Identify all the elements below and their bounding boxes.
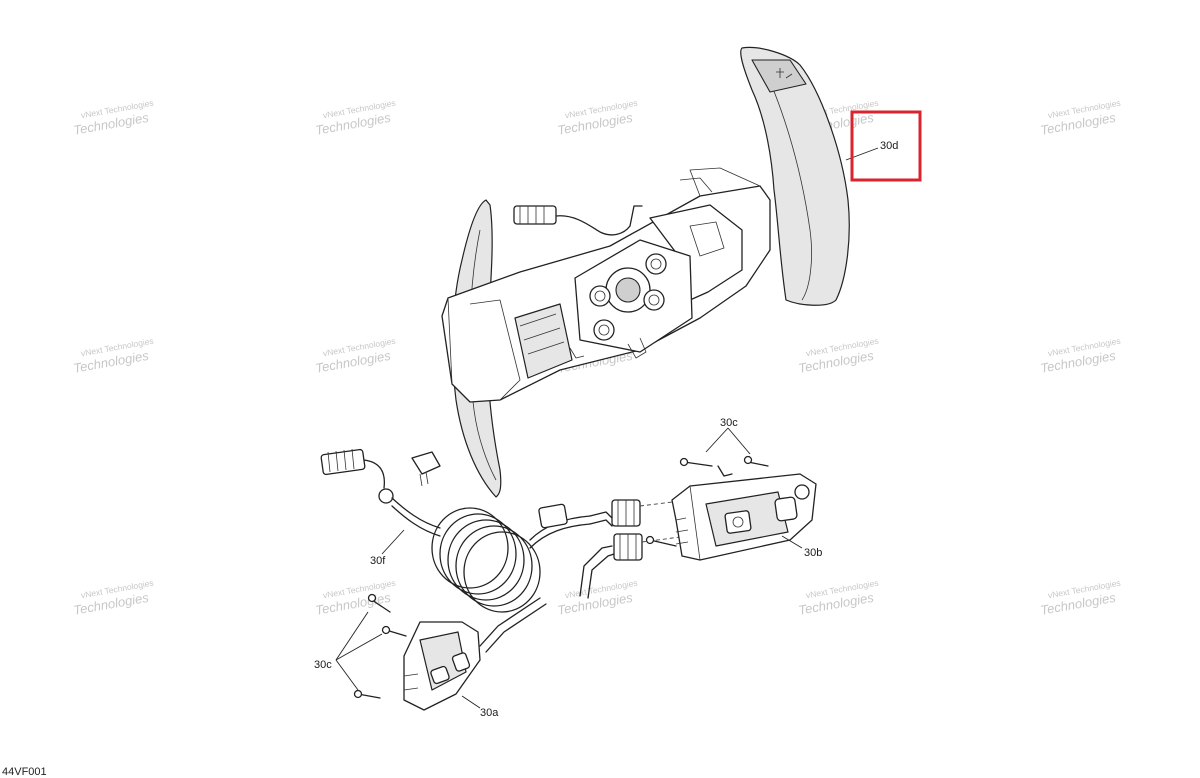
watermark: vNext Technologies Technologies xyxy=(314,336,396,376)
watermark: vNext Technologies Technologies xyxy=(1039,336,1121,376)
watermark: vNext Technologies Technologies xyxy=(556,578,638,618)
callout-30f: 30f xyxy=(370,555,386,567)
highlight-box-30d xyxy=(850,110,922,182)
callout-30c-top: 30c xyxy=(720,417,738,429)
figure-code: 44VF001 xyxy=(2,766,47,778)
callout-labels: 30d 30c 30b 30f 30c 30a xyxy=(314,140,898,719)
watermark: vNext Technologies Technologies xyxy=(72,336,154,376)
watermark: vNext Technologies Technologies xyxy=(797,336,879,376)
watermark: vNext Technologies Technologies xyxy=(314,98,396,138)
watermark: vNext Technologies Technologies xyxy=(72,578,154,618)
wiring-harness-30f xyxy=(320,448,591,653)
callout-30d: 30d xyxy=(880,140,898,152)
shifter-assembly xyxy=(441,46,850,498)
callout-30a: 30a xyxy=(480,707,499,719)
callout-30b: 30b xyxy=(804,547,822,559)
watermark: vNext Technologies Technologies xyxy=(797,578,879,618)
callout-30c-bottom: 30c xyxy=(314,659,332,671)
shifter-connector xyxy=(513,205,643,236)
shifter-housing xyxy=(441,167,771,403)
watermark: vNext Technologies Technologies xyxy=(1039,578,1121,618)
watermark: vNext Technologies Technologies xyxy=(1039,98,1121,138)
watermark: vNext Technologies Technologies xyxy=(72,98,154,138)
switch-assembly-30a xyxy=(353,593,481,711)
switch-assembly-30b xyxy=(645,455,817,561)
watermark: vNext Technologies Technologies xyxy=(314,578,396,618)
right-paddle-30d xyxy=(740,46,850,306)
watermark: vNext Technologies Technologies xyxy=(556,98,638,138)
